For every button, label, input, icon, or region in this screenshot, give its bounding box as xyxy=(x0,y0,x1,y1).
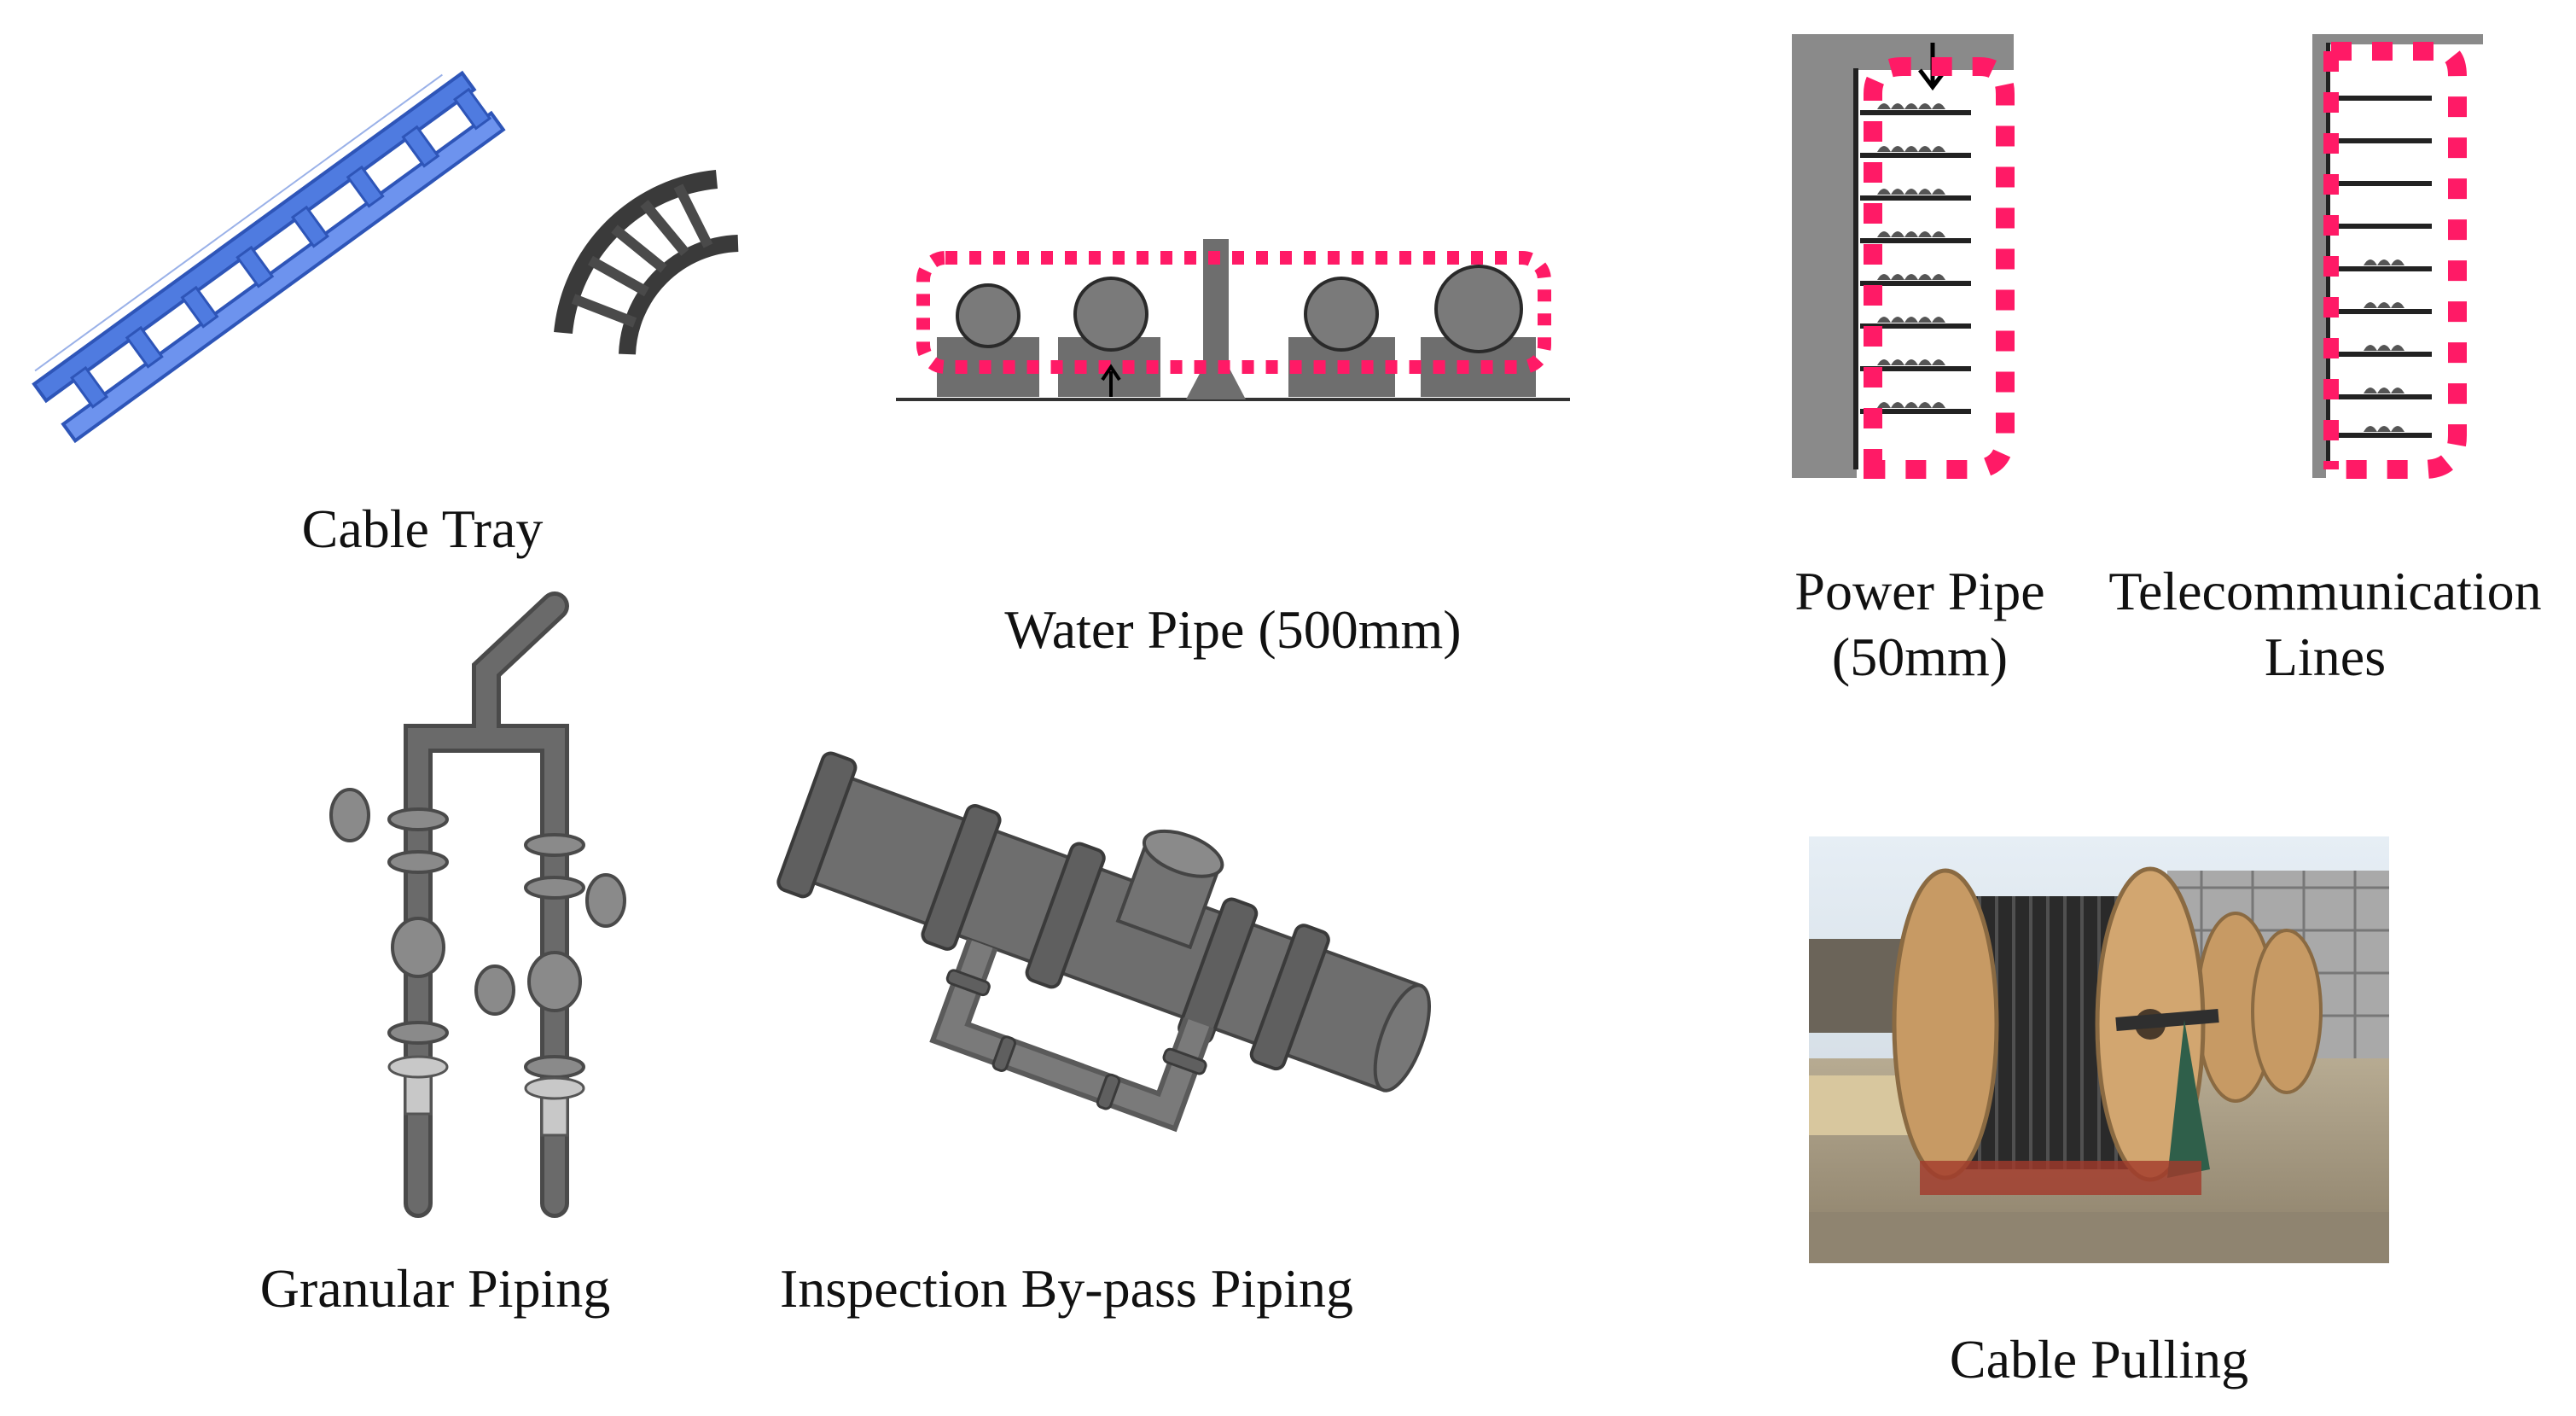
cable-tray-icon xyxy=(32,70,506,444)
water-pipe-caption: Water Pipe (500mm) xyxy=(1004,599,1462,660)
tray-bend-icon xyxy=(554,170,739,355)
telecom-panel: Telecommunication Lines xyxy=(2082,34,2560,700)
cable-pulling-caption: Cable Pulling xyxy=(1949,1329,2249,1390)
cable-pulling-panel: Cable Pulling xyxy=(1809,836,2423,1416)
bypass-piping-panel: Inspection By-pass Piping xyxy=(742,751,1510,1332)
water-pipe-section-icon xyxy=(896,239,1570,401)
water-pipe-panel: Water Pipe (500mm) xyxy=(887,213,1587,691)
cable-tray-panel: Cable Tray xyxy=(0,0,853,597)
telecom-section-icon xyxy=(2312,34,2483,479)
power-pipe-caption-line1: Power Pipe xyxy=(1794,561,2045,621)
telecom-caption-line1: Telecommunication xyxy=(2108,561,2542,621)
bypass-piping-icon xyxy=(776,751,1432,1133)
power-pipe-section-icon xyxy=(1792,34,2015,479)
power-pipe-panel: Power Pipe (50mm) xyxy=(1792,34,2073,700)
granular-piping-caption: Granular Piping xyxy=(259,1258,611,1319)
power-pipe-caption-line2: (50mm) xyxy=(1831,626,2009,687)
granular-piping-icon xyxy=(329,591,626,1218)
cable-tray-caption: Cable Tray xyxy=(301,498,544,559)
telecom-caption-line2: Lines xyxy=(2264,626,2387,687)
bypass-piping-caption: Inspection By-pass Piping xyxy=(780,1258,1353,1319)
granular-piping-panel: Granular Piping xyxy=(239,589,717,1323)
cable-drum-photo-icon xyxy=(1809,836,2389,1263)
